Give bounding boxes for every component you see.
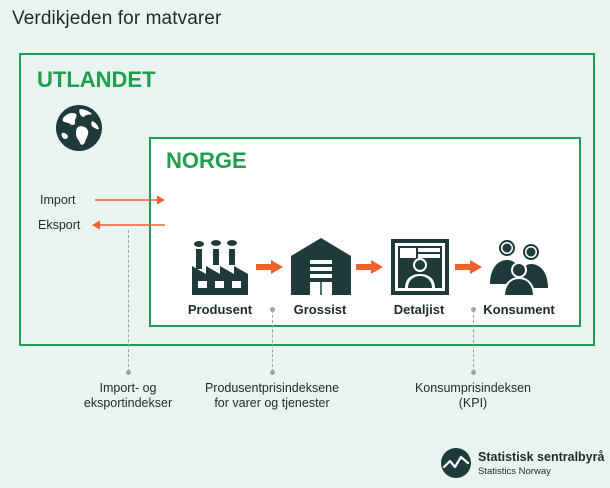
inner-region-label: NORGE [166, 148, 247, 173]
consumers-icon [490, 240, 548, 296]
chain-arrow-2 [356, 260, 383, 274]
trade-index-note: Import- og eksportindekser [68, 381, 188, 411]
consumer-index-note-line1: Konsumprisindeksen [414, 381, 532, 395]
consumer-index-top-dot [471, 307, 476, 312]
shop-icon [391, 239, 449, 295]
outer-region-frame [19, 53, 595, 346]
consumer-index-note: Konsumprisindeksen (KPI) [400, 381, 546, 411]
chain-label-retailer: Detaljist [393, 302, 445, 317]
ssb-logo-icon [441, 448, 471, 478]
chain-label-producer: Produsent [187, 302, 253, 317]
producer-index-note-line1: Produsentprisindeksene [204, 381, 340, 395]
export-label: Eksport [38, 218, 81, 232]
producer-index-top-dot [270, 307, 275, 312]
brand-name: Statistisk sentralbyrå [478, 450, 605, 464]
outer-region-label: UTLANDET [37, 67, 156, 92]
consumer-index-pointer [473, 310, 474, 372]
chain-arrow-1 [256, 260, 283, 274]
export-arrow [92, 220, 165, 230]
trade-index-note-line1: Import- og [99, 381, 157, 395]
import-label: Import [40, 193, 76, 207]
consumer-index-dot [471, 370, 476, 375]
brand-subtitle: Statistics Norway [478, 466, 551, 477]
chain-arrow-3 [455, 260, 482, 274]
producer-index-note-line2: for varer og tjenester [214, 396, 330, 410]
trade-index-pointer [128, 230, 129, 372]
producer-index-pointer [272, 310, 273, 372]
trade-index-dot [126, 370, 131, 375]
chain-label-consumer: Konsument [483, 302, 555, 317]
warehouse-icon [291, 238, 351, 295]
page-title: Verdikjeden for matvarer [12, 8, 222, 29]
consumer-index-note-line2: (KPI) [458, 396, 488, 410]
trade-index-note-line2: eksportindekser [83, 396, 173, 410]
import-arrow [95, 195, 165, 205]
producer-index-dot [270, 370, 275, 375]
producer-index-note: Produsentprisindeksene for varer og tjen… [192, 381, 352, 411]
globe-icon [56, 105, 102, 151]
chain-label-wholesaler: Grossist [293, 302, 347, 317]
factory-icon [192, 240, 248, 295]
